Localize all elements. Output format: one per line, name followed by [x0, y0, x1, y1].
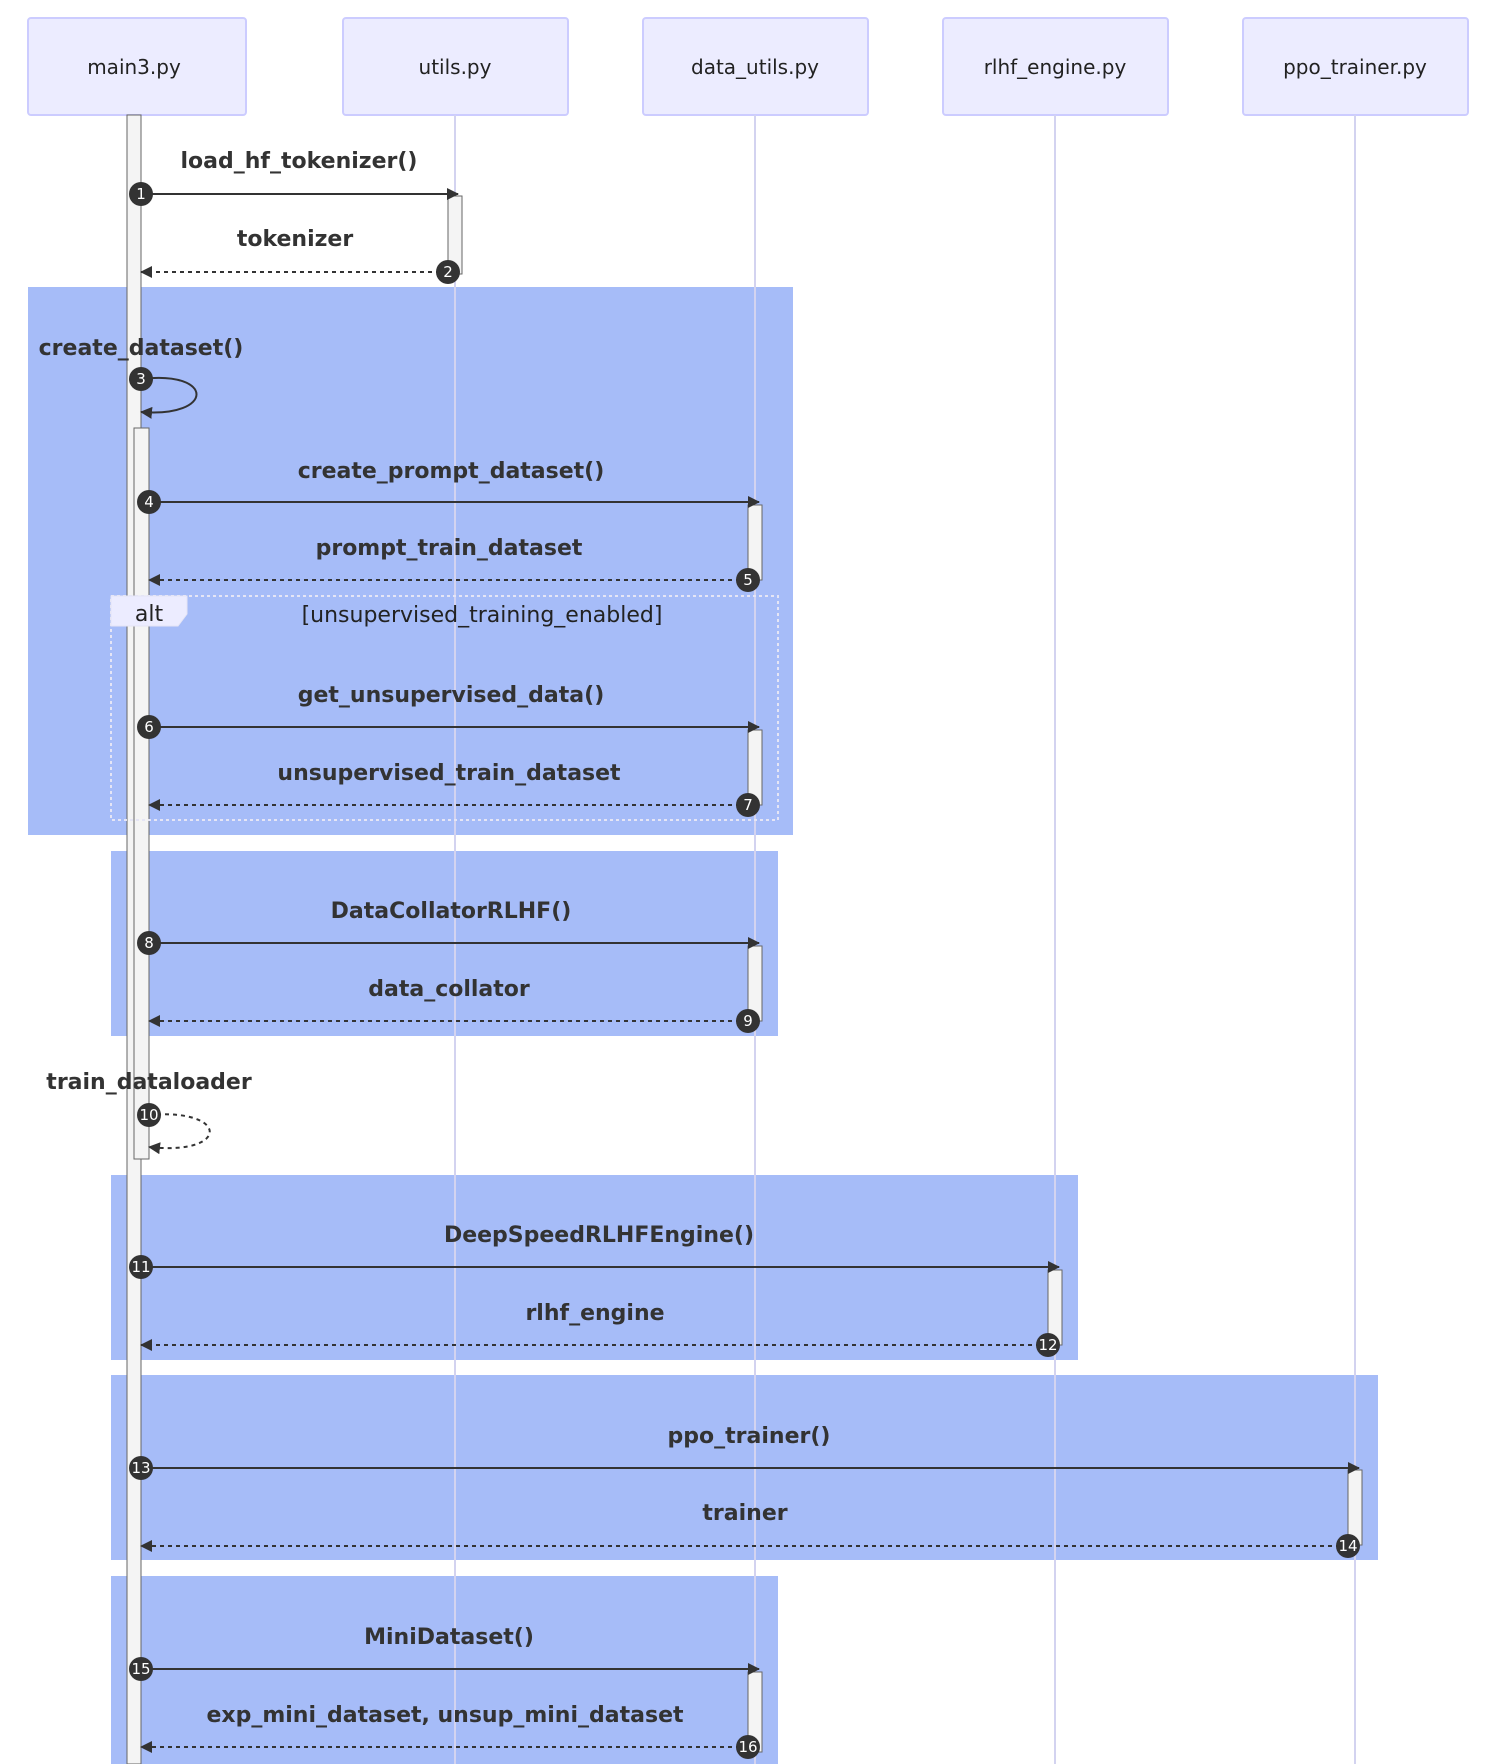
message-5: prompt_train_dataset 5: [148, 536, 760, 592]
message-label: get_unsupervised_data(): [298, 683, 605, 708]
sequence-badge: 14: [1336, 1534, 1360, 1558]
svg-text:2: 2: [443, 263, 453, 281]
sequence-badge: 16: [736, 1735, 760, 1759]
participant-ppo-trainer: ppo_trainer.py: [1242, 17, 1469, 116]
svg-text:11: 11: [131, 1258, 150, 1276]
message-13: ppo_trainer() 13: [129, 1424, 1360, 1480]
message-label: trainer: [702, 1501, 787, 1526]
message-12: rlhf_engine 12: [140, 1301, 1060, 1357]
participant-label: main3.py: [87, 55, 181, 79]
svg-text:15: 15: [131, 1660, 150, 1678]
svg-text:9: 9: [743, 1012, 753, 1030]
message-label: unsupervised_train_dataset: [277, 761, 621, 786]
svg-text:10: 10: [139, 1106, 158, 1124]
participant-main3: main3.py: [27, 17, 247, 116]
message-label: tokenizer: [237, 227, 354, 252]
message-16: exp_mini_dataset, unsup_mini_dataset 16: [140, 1703, 760, 1759]
sequence-badge: 7: [736, 793, 760, 817]
activation-main3-nested: [133, 427, 150, 1160]
message-label: create_prompt_dataset(): [298, 459, 605, 484]
sequence-badge: 12: [1036, 1333, 1060, 1357]
message-label: ppo_trainer(): [668, 1424, 831, 1449]
svg-text:6: 6: [144, 718, 154, 736]
sequence-badge: 13: [129, 1456, 153, 1480]
sequence-badge: 10: [137, 1103, 161, 1127]
message-9: data_collator 9: [148, 977, 760, 1033]
message-14: trainer 14: [140, 1501, 1360, 1558]
sequence-badge: 8: [137, 931, 161, 955]
message-label: load_hf_tokenizer(): [181, 149, 418, 174]
participant-data-utils: data_utils.py: [642, 17, 869, 116]
svg-text:3: 3: [136, 370, 146, 388]
participant-label: data_utils.py: [691, 55, 819, 79]
sequence-badge: 4: [137, 490, 161, 514]
message-label: train_dataloader: [46, 1070, 252, 1095]
message-3: create_dataset() 3: [39, 336, 244, 419]
message-label: prompt_train_dataset: [316, 536, 583, 561]
message-7: unsupervised_train_dataset 7: [148, 761, 760, 817]
sequence-badge: 3: [129, 367, 153, 391]
message-15: MiniDataset() 15: [129, 1625, 760, 1681]
participant-label: rlhf_engine.py: [984, 55, 1127, 79]
svg-text:14: 14: [1338, 1537, 1357, 1555]
message-label: MiniDataset(): [364, 1625, 534, 1650]
sequence-badge: 15: [129, 1657, 153, 1681]
svg-text:13: 13: [131, 1459, 150, 1477]
sequence-badge: 2: [436, 260, 460, 284]
message-label: data_collator: [368, 977, 530, 1002]
message-2: tokenizer 2: [140, 227, 460, 284]
message-label: rlhf_engine: [525, 1301, 664, 1326]
svg-text:4: 4: [144, 493, 154, 511]
svg-text:8: 8: [144, 934, 154, 952]
alt-frame: alt [unsupervised_training_enabled]: [110, 595, 779, 821]
alt-tag: alt: [135, 602, 164, 627]
message-11: DeepSpeedRLHFEngine() 11: [129, 1223, 1060, 1279]
activation-ppo-trainer: [1347, 1469, 1363, 1546]
message-8: DataCollatorRLHF() 8: [137, 899, 760, 955]
sequence-badge: 11: [129, 1255, 153, 1279]
alt-condition: [unsupervised_training_enabled]: [302, 603, 663, 628]
message-10: train_dataloader 10: [46, 1070, 252, 1155]
message-label: create_dataset(): [39, 336, 244, 361]
sequence-badge: 9: [736, 1009, 760, 1033]
svg-text:12: 12: [1038, 1336, 1057, 1354]
participant-label: utils.py: [419, 55, 492, 79]
svg-text:16: 16: [738, 1738, 757, 1756]
sequence-badge: 1: [129, 182, 153, 206]
message-1: load_hf_tokenizer() 1: [129, 149, 459, 206]
message-6: get_unsupervised_data() 6: [137, 683, 760, 739]
svg-text:5: 5: [743, 571, 753, 589]
svg-text:1: 1: [136, 185, 146, 203]
message-label: DeepSpeedRLHFEngine(): [444, 1223, 754, 1248]
sequence-badge: 5: [736, 568, 760, 592]
message-label: exp_mini_dataset, unsup_mini_dataset: [206, 1703, 684, 1728]
message-4: create_prompt_dataset() 4: [137, 459, 760, 514]
svg-text:7: 7: [743, 796, 753, 814]
participant-utils: utils.py: [342, 17, 569, 116]
message-label: DataCollatorRLHF(): [331, 899, 572, 924]
participant-rlhf-engine: rlhf_engine.py: [942, 17, 1169, 116]
participant-label: ppo_trainer.py: [1283, 55, 1427, 79]
sequence-badge: 6: [137, 715, 161, 739]
